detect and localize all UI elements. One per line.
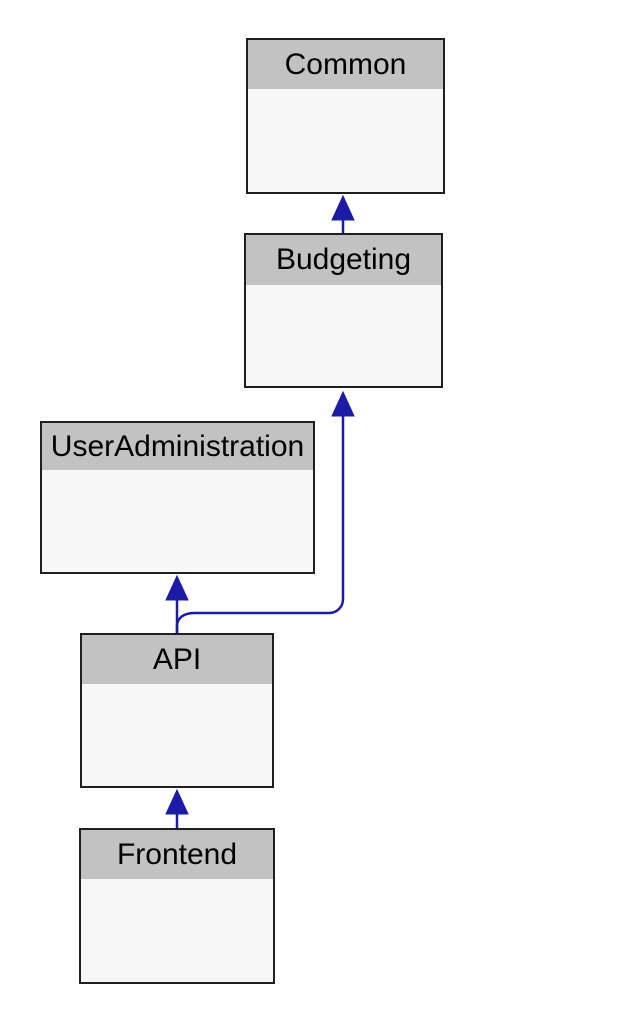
arrowhead-icon xyxy=(165,574,189,601)
node-label: Budgeting xyxy=(275,243,412,276)
arrowhead-icon xyxy=(331,194,355,221)
node-body xyxy=(42,470,313,572)
arrowhead-icon xyxy=(331,390,355,417)
node-title-bar: API xyxy=(82,635,272,684)
node-api[interactable]: API xyxy=(80,633,274,788)
edge-api-to-useradministration xyxy=(165,574,189,633)
node-body xyxy=(248,89,443,192)
node-budgeting[interactable]: Budgeting xyxy=(244,233,443,388)
node-body xyxy=(81,879,273,982)
node-frontend[interactable]: Frontend xyxy=(79,828,275,984)
arrowhead-icon xyxy=(165,788,189,815)
node-label: Common xyxy=(284,47,407,81)
node-label: Frontend xyxy=(116,837,238,871)
node-title-bar: Common xyxy=(248,40,443,89)
node-title-bar: Budgeting xyxy=(246,235,441,285)
node-label: API xyxy=(152,642,202,676)
node-useradministration[interactable]: UserAdministration xyxy=(40,421,315,574)
node-body xyxy=(246,285,441,386)
edge-budgeting-to-common xyxy=(331,194,355,233)
node-title-bar: Frontend xyxy=(81,830,273,879)
edge-frontend-to-api xyxy=(165,788,189,828)
node-common[interactable]: Common xyxy=(246,38,445,194)
node-body xyxy=(82,684,272,786)
node-title-bar: UserAdministration xyxy=(42,423,313,470)
node-label: UserAdministration xyxy=(50,429,305,463)
